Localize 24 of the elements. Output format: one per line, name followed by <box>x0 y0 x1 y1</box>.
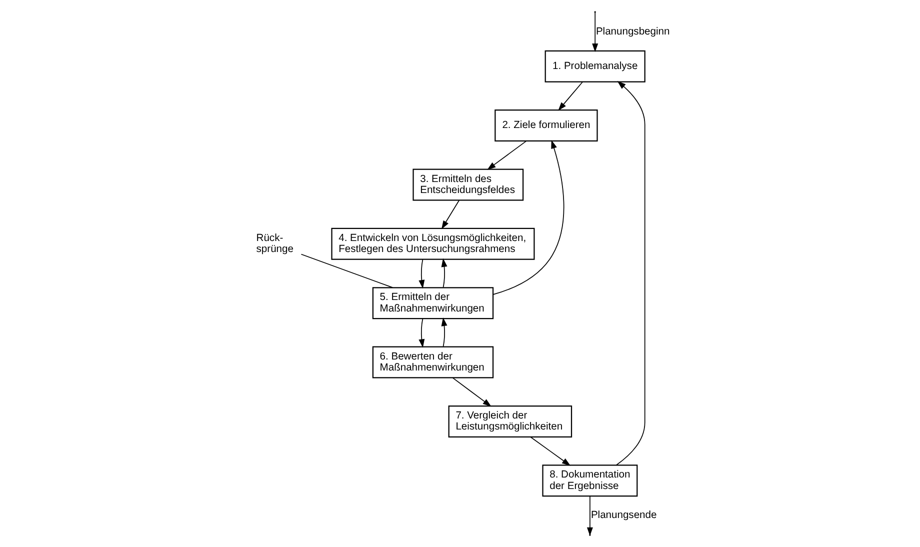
node-box: 8. Dokumentation der Ergebnisse <box>542 464 638 497</box>
arrow <box>492 140 564 295</box>
arrow <box>487 140 527 170</box>
node-box: 4. Entwickeln von Lösungsmöglichkeiten, Festlegen des Untersuchungsrahmens <box>331 228 535 260</box>
arrow <box>441 258 448 288</box>
node-box: 7. Vergleich der Leistungsmöglichkeiten <box>448 405 572 438</box>
node-box: 6. Bewerten der Maßnahmenwirkungen <box>372 346 494 378</box>
node-box: 1. Problemanalyse <box>544 50 646 82</box>
arrow <box>418 318 425 348</box>
edge-label: Planungsbeginn <box>596 26 670 38</box>
arrow <box>418 259 425 289</box>
node-text: Rück- sprünge <box>256 232 294 256</box>
arrow <box>530 436 571 466</box>
edge-label: Planungsende <box>590 510 657 522</box>
node-box: 5. Ermitteln der Maßnahmenwirkungen <box>372 287 494 320</box>
arrow <box>592 12 598 52</box>
arrow <box>558 82 583 111</box>
arrow <box>441 317 448 347</box>
arrow <box>452 378 492 407</box>
node-box: 3. Ermitteln des Entscheidungsfeldes <box>412 168 524 201</box>
arrow <box>616 81 646 466</box>
arrow <box>441 200 460 230</box>
node-box: 2. Ziele formulieren <box>494 110 598 142</box>
connector <box>300 254 394 288</box>
